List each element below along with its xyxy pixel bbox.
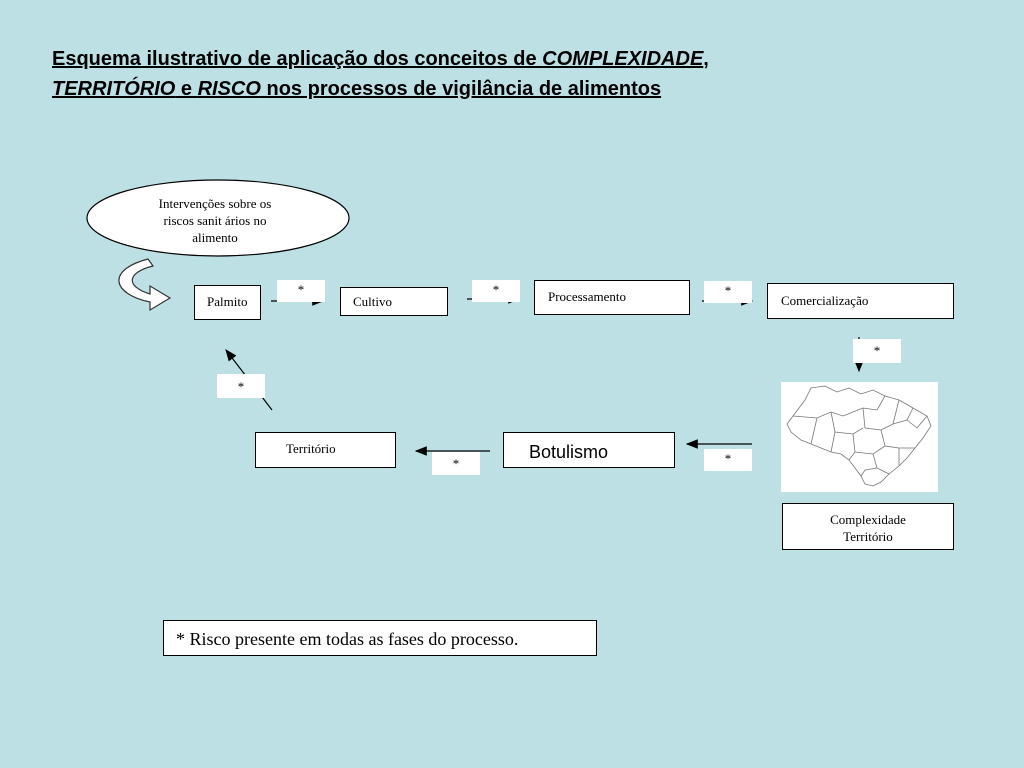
title-text-1: Esquema ilustrativo de aplicação dos con… [52,48,543,70]
node-botulismo-label: Botulismo [529,442,609,462]
risk-marker-5: * [217,374,265,398]
risk-marker-1: * [277,280,325,302]
node-territorio: Território [255,432,396,468]
oval-line-1: Intervenções sobre os [158,196,272,211]
risk-marker-text: * [297,282,305,297]
intervention-text: Intervenções sobre os riscos sanit ários… [120,195,310,246]
oval-line-2: riscos sanit ários no [163,213,267,228]
node-palmito-label: Palmito [207,294,248,309]
brazil-map-icon [786,385,932,487]
title-e: e [175,78,198,100]
node-territorio-sub-label: Território [843,529,893,544]
risk-marker-text: * [492,282,500,297]
risk-marker-3: * [704,281,752,303]
title-territorio: TERRITÓRIO [52,78,176,100]
title-complexidade: COMPLEXIDADE [542,48,704,70]
intervention-oval [86,179,350,257]
curved-arrow-icon [118,258,172,312]
risk-marker-6: * [432,452,480,475]
node-cultivo: Cultivo [340,287,448,316]
node-processamento: Processamento [534,280,690,315]
risk-marker-text: * [724,283,732,298]
node-processamento-label: Processamento [548,289,626,304]
risk-marker-text: * [724,451,732,466]
brazil-map-image [781,382,938,492]
title-risco: RISCO [197,78,261,100]
oval-line-3: alimento [192,230,238,245]
page-title: Esquema ilustrativo de aplicação dos con… [52,44,952,104]
footnote: * Risco presente em todas as fases do pr… [163,620,597,656]
node-complexidade-territorio: Complexidade Território [782,503,954,550]
node-complexidade-label: Complexidade [830,512,906,527]
node-comercializacao-label: Comercialização [781,293,869,308]
node-comercializacao: Comercialização [767,283,954,319]
footnote-text: * Risco presente em todas as fases do pr… [176,629,519,649]
node-cultivo-label: Cultivo [353,294,393,309]
title-comma: , [703,48,709,70]
title-text-2: nos processos de vigilância de alimentos [260,78,662,100]
risk-marker-4: * [853,339,901,363]
risk-marker-text: * [873,343,881,358]
risk-marker-2: * [472,280,520,302]
node-botulismo: Botulismo [503,432,675,468]
node-palmito: Palmito [194,285,261,320]
risk-marker-7: * [704,449,752,471]
risk-marker-text: * [452,456,460,471]
risk-marker-text: * [237,379,245,394]
node-territorio-label: Território [286,441,336,456]
